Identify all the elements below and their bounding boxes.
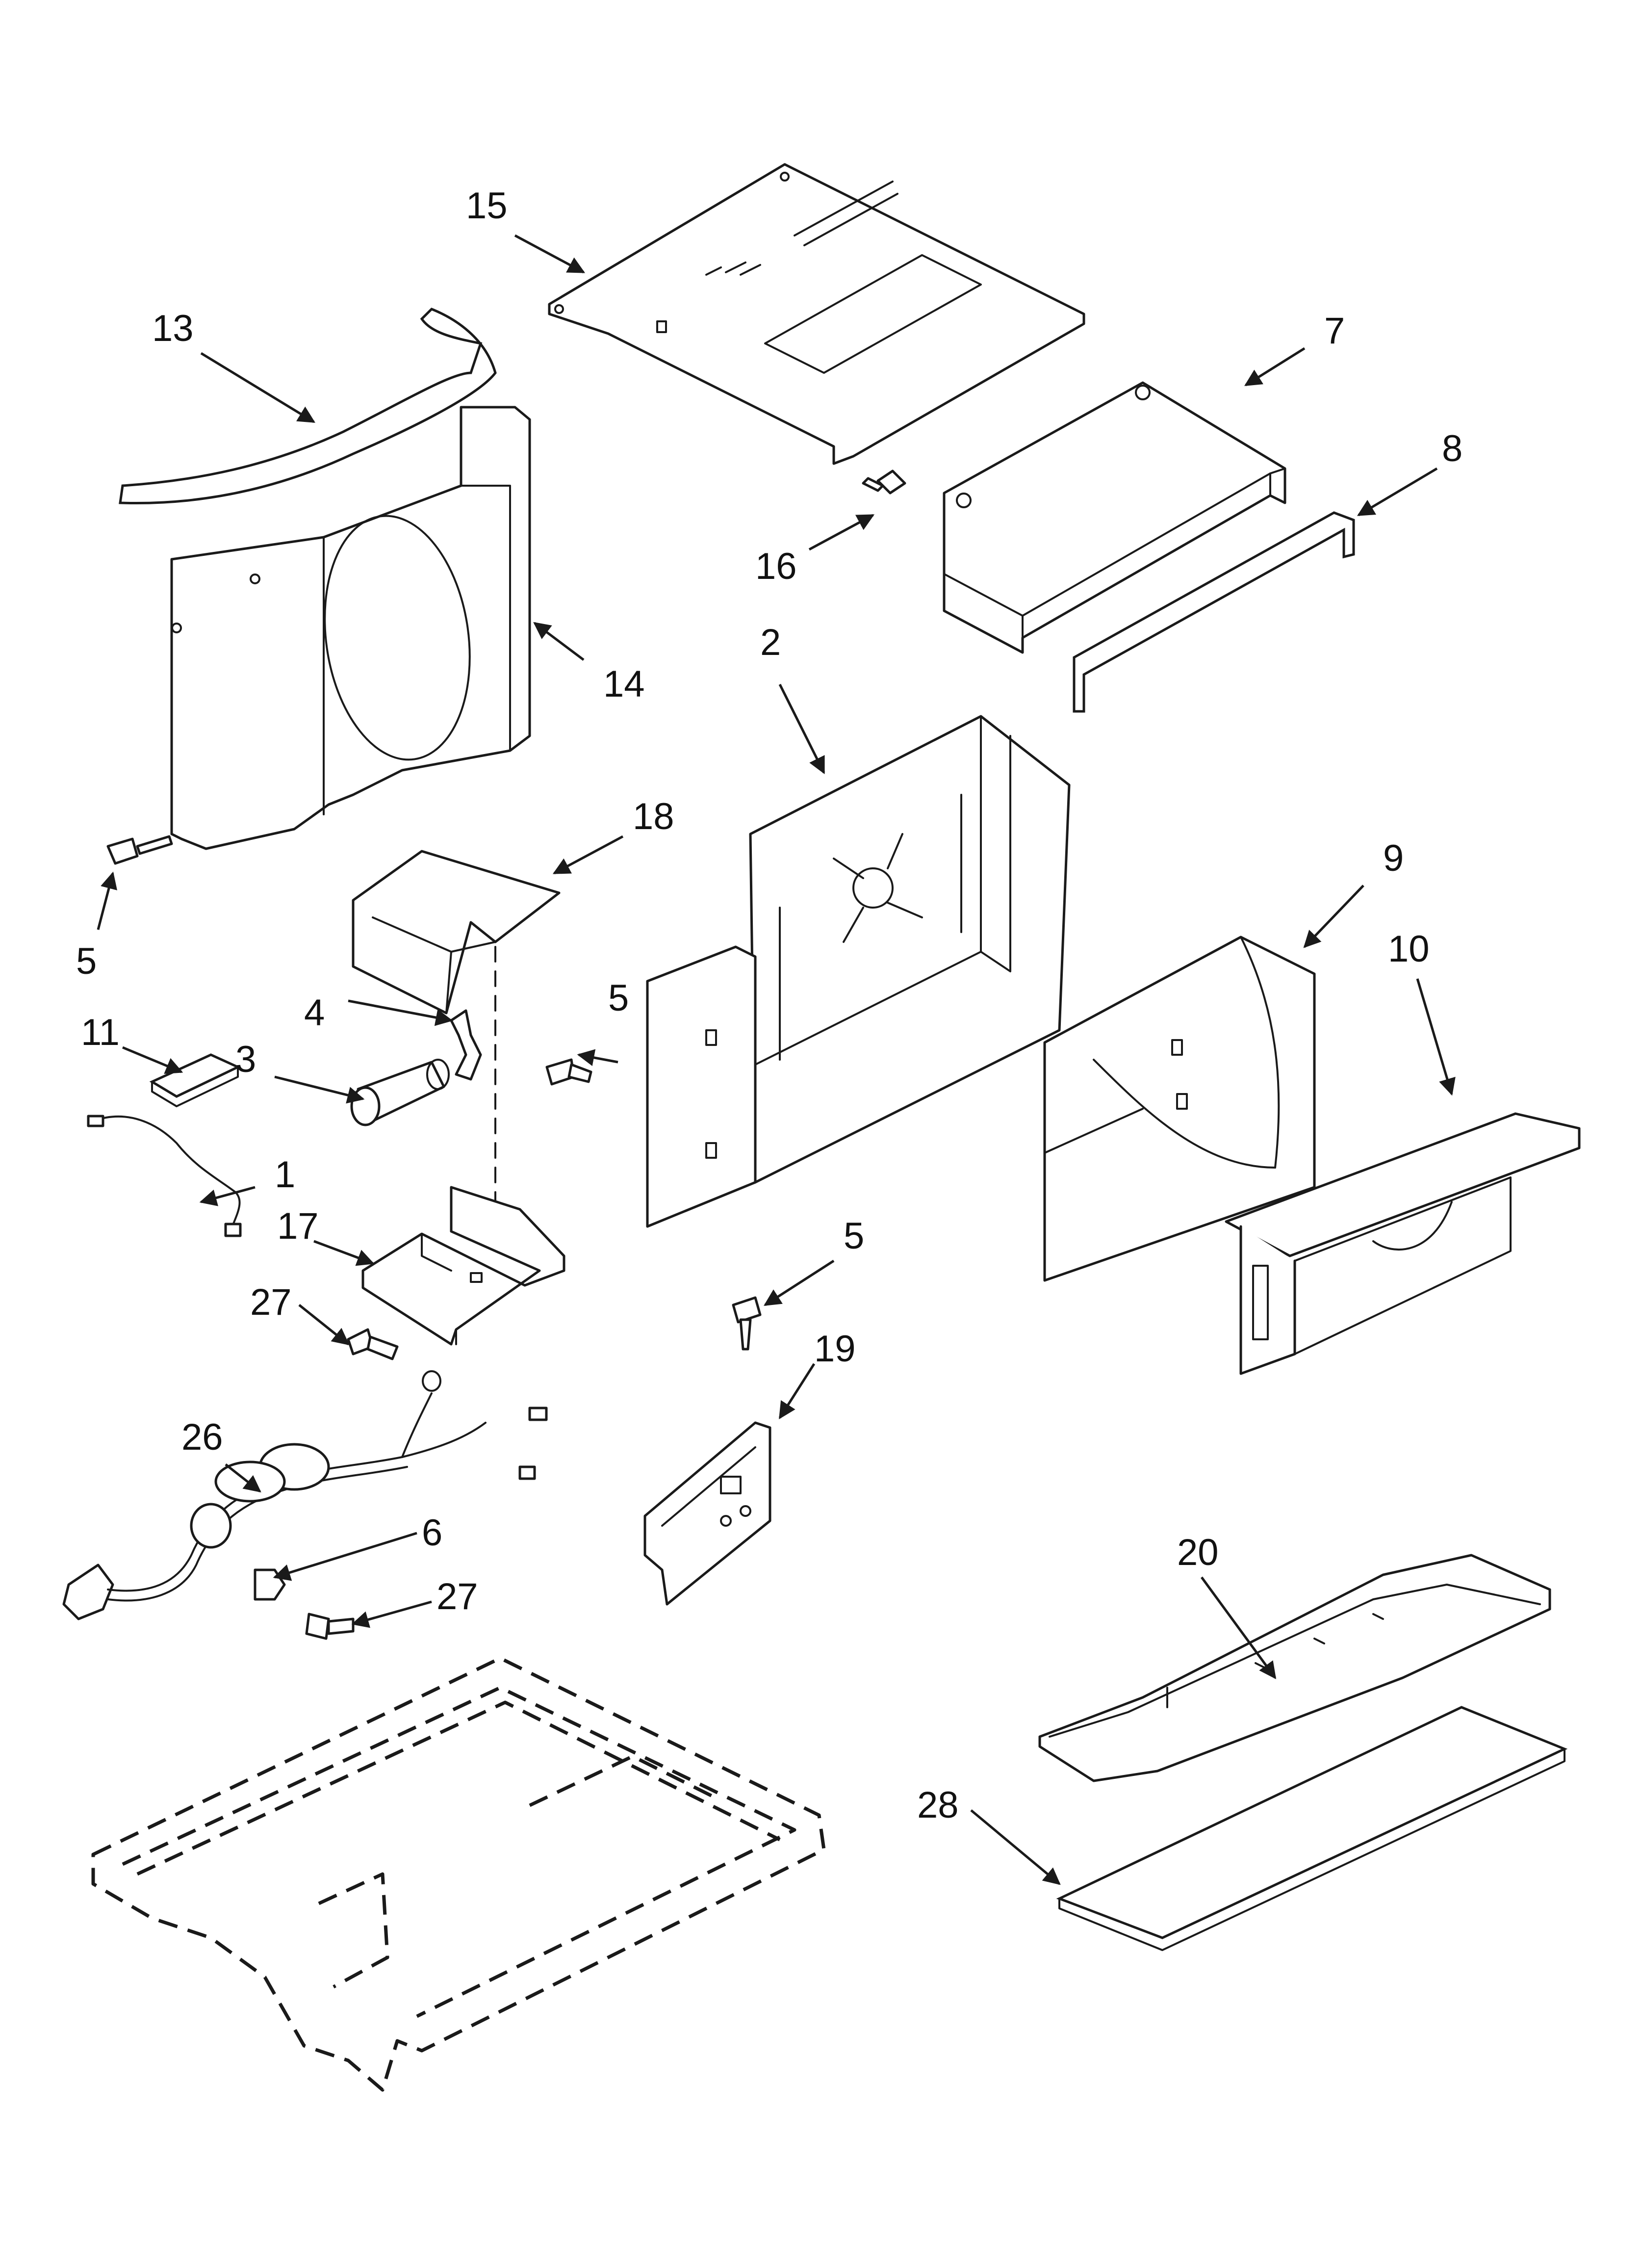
callout-15: 15 (466, 185, 508, 227)
callout-16: 16 (755, 546, 797, 587)
callout-14: 14 (603, 663, 645, 705)
part-5-screw-c (732, 1296, 762, 1351)
callout-1: 1 (275, 1154, 295, 1196)
callout-11: 11 (81, 1012, 120, 1053)
part-13-seal (119, 308, 497, 505)
callout-4: 4 (304, 992, 325, 1034)
part-3-capacitor (350, 1059, 450, 1126)
callout-9: 9 (1383, 837, 1404, 879)
part-9-scroll (1043, 936, 1316, 1282)
part-10-housing (1225, 1112, 1581, 1375)
callout-3: 3 (235, 1039, 256, 1080)
callout-labels: 15 13 7 8 16 14 2 18 5 9 10 4 5 11 3 1 1… (76, 185, 1462, 1826)
callout-5-b: 5 (608, 977, 629, 1019)
part-15-top-cover (548, 163, 1085, 465)
part-18-cover (352, 850, 561, 1218)
callout-2: 2 (760, 622, 781, 663)
part-1-wire (87, 1115, 242, 1237)
callout-7: 7 (1324, 310, 1345, 352)
part-28-filter (1056, 1706, 1568, 1951)
callout-18: 18 (633, 796, 674, 837)
callout-13: 13 (152, 308, 194, 349)
part-2-bulkhead (646, 715, 1071, 1228)
callout-5-c: 5 (844, 1215, 864, 1257)
callout-17: 17 (277, 1205, 319, 1247)
part-20-tray (1038, 1554, 1551, 1782)
callout-19: 19 (814, 1328, 856, 1370)
part-8-gasket (1073, 511, 1355, 713)
part-5-screw-a (106, 835, 173, 865)
callout-26: 26 (181, 1416, 223, 1458)
part-27-screw-a (347, 1328, 441, 1392)
callout-5-a: 5 (76, 940, 97, 982)
part-7-cover-box (943, 381, 1286, 654)
part-5-screw-b (545, 1058, 592, 1086)
part-14-shroud (170, 406, 531, 850)
base-pan-outline (91, 1656, 826, 2092)
part-16-screw (862, 469, 906, 495)
part-17-bracket (361, 1186, 565, 1346)
leader-lines (97, 234, 1456, 1885)
callout-28: 28 (917, 1784, 959, 1826)
part-27-screw-b (305, 1613, 355, 1640)
part-4-clamp (450, 1009, 482, 1081)
callout-20: 20 (1177, 1532, 1219, 1573)
callout-27-a: 27 (250, 1281, 292, 1323)
callout-10: 10 (1388, 928, 1430, 970)
callout-8: 8 (1442, 428, 1462, 469)
part-19-control-board (643, 1421, 771, 1606)
part-11-pad (149, 1053, 241, 1107)
callout-6: 6 (422, 1512, 442, 1554)
callout-27-b: 27 (436, 1576, 478, 1617)
